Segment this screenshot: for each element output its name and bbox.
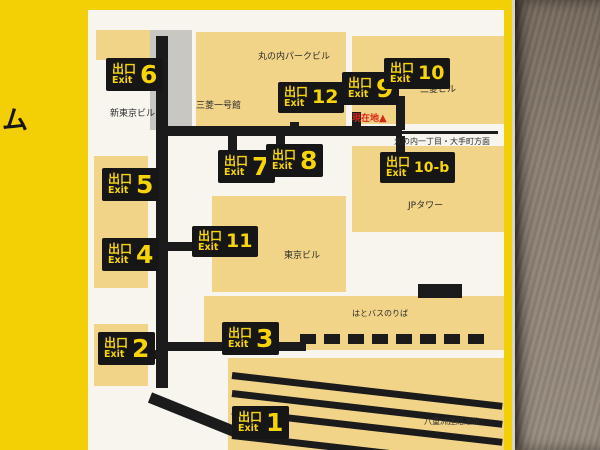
stub-exit12 [290,122,299,130]
current-location-label: 現在地▲ [352,114,387,124]
label-shin-tokyo: 新東京ビル [110,109,156,119]
label-mitsubishi-bldg: 三菱ビル [420,85,457,95]
label-hato-bus: はとバスのりば [352,309,408,318]
building-marunouchi-park [196,32,346,128]
exit-map-sign: ム 丸の内パー [0,0,515,450]
label-yaesu-passage: 八重洲連絡通路 [424,417,480,426]
station-exit-map: 丸の内パークビル 三菱一号館 新東京ビル 三菱ビル JPタワー 東京ビル はとバ… [88,10,504,450]
label-mitsubishi-ichigokan: 三菱一号館 [196,101,242,111]
label-direction: 丸の内一丁目・大手町方面 [394,137,490,146]
stub-exit10 [396,96,405,130]
stub-exit9 [352,112,361,130]
current-location-text: 現在地 [352,114,380,124]
corridor-trunk [156,36,168,388]
stub-exit7 [228,136,237,152]
stub-exit8 [276,136,285,148]
street-line-east [402,131,498,134]
label-tokyo-building: 東京ビル [284,251,321,261]
bus-terminal-block [418,284,462,298]
stub-exit11 [166,242,194,251]
bus-stop-dashes [300,334,492,344]
corridor-main-east [166,126,402,136]
label-jp-tower: JPタワー [408,201,444,211]
label-marunouchi-park: 丸の内パークビル [258,52,331,62]
stub-exit10b [396,136,405,154]
building-block [96,30,152,60]
current-location-triangle-icon: ▲ [379,113,387,124]
sign-side-text: ム [2,106,29,136]
wall-background [512,0,600,450]
